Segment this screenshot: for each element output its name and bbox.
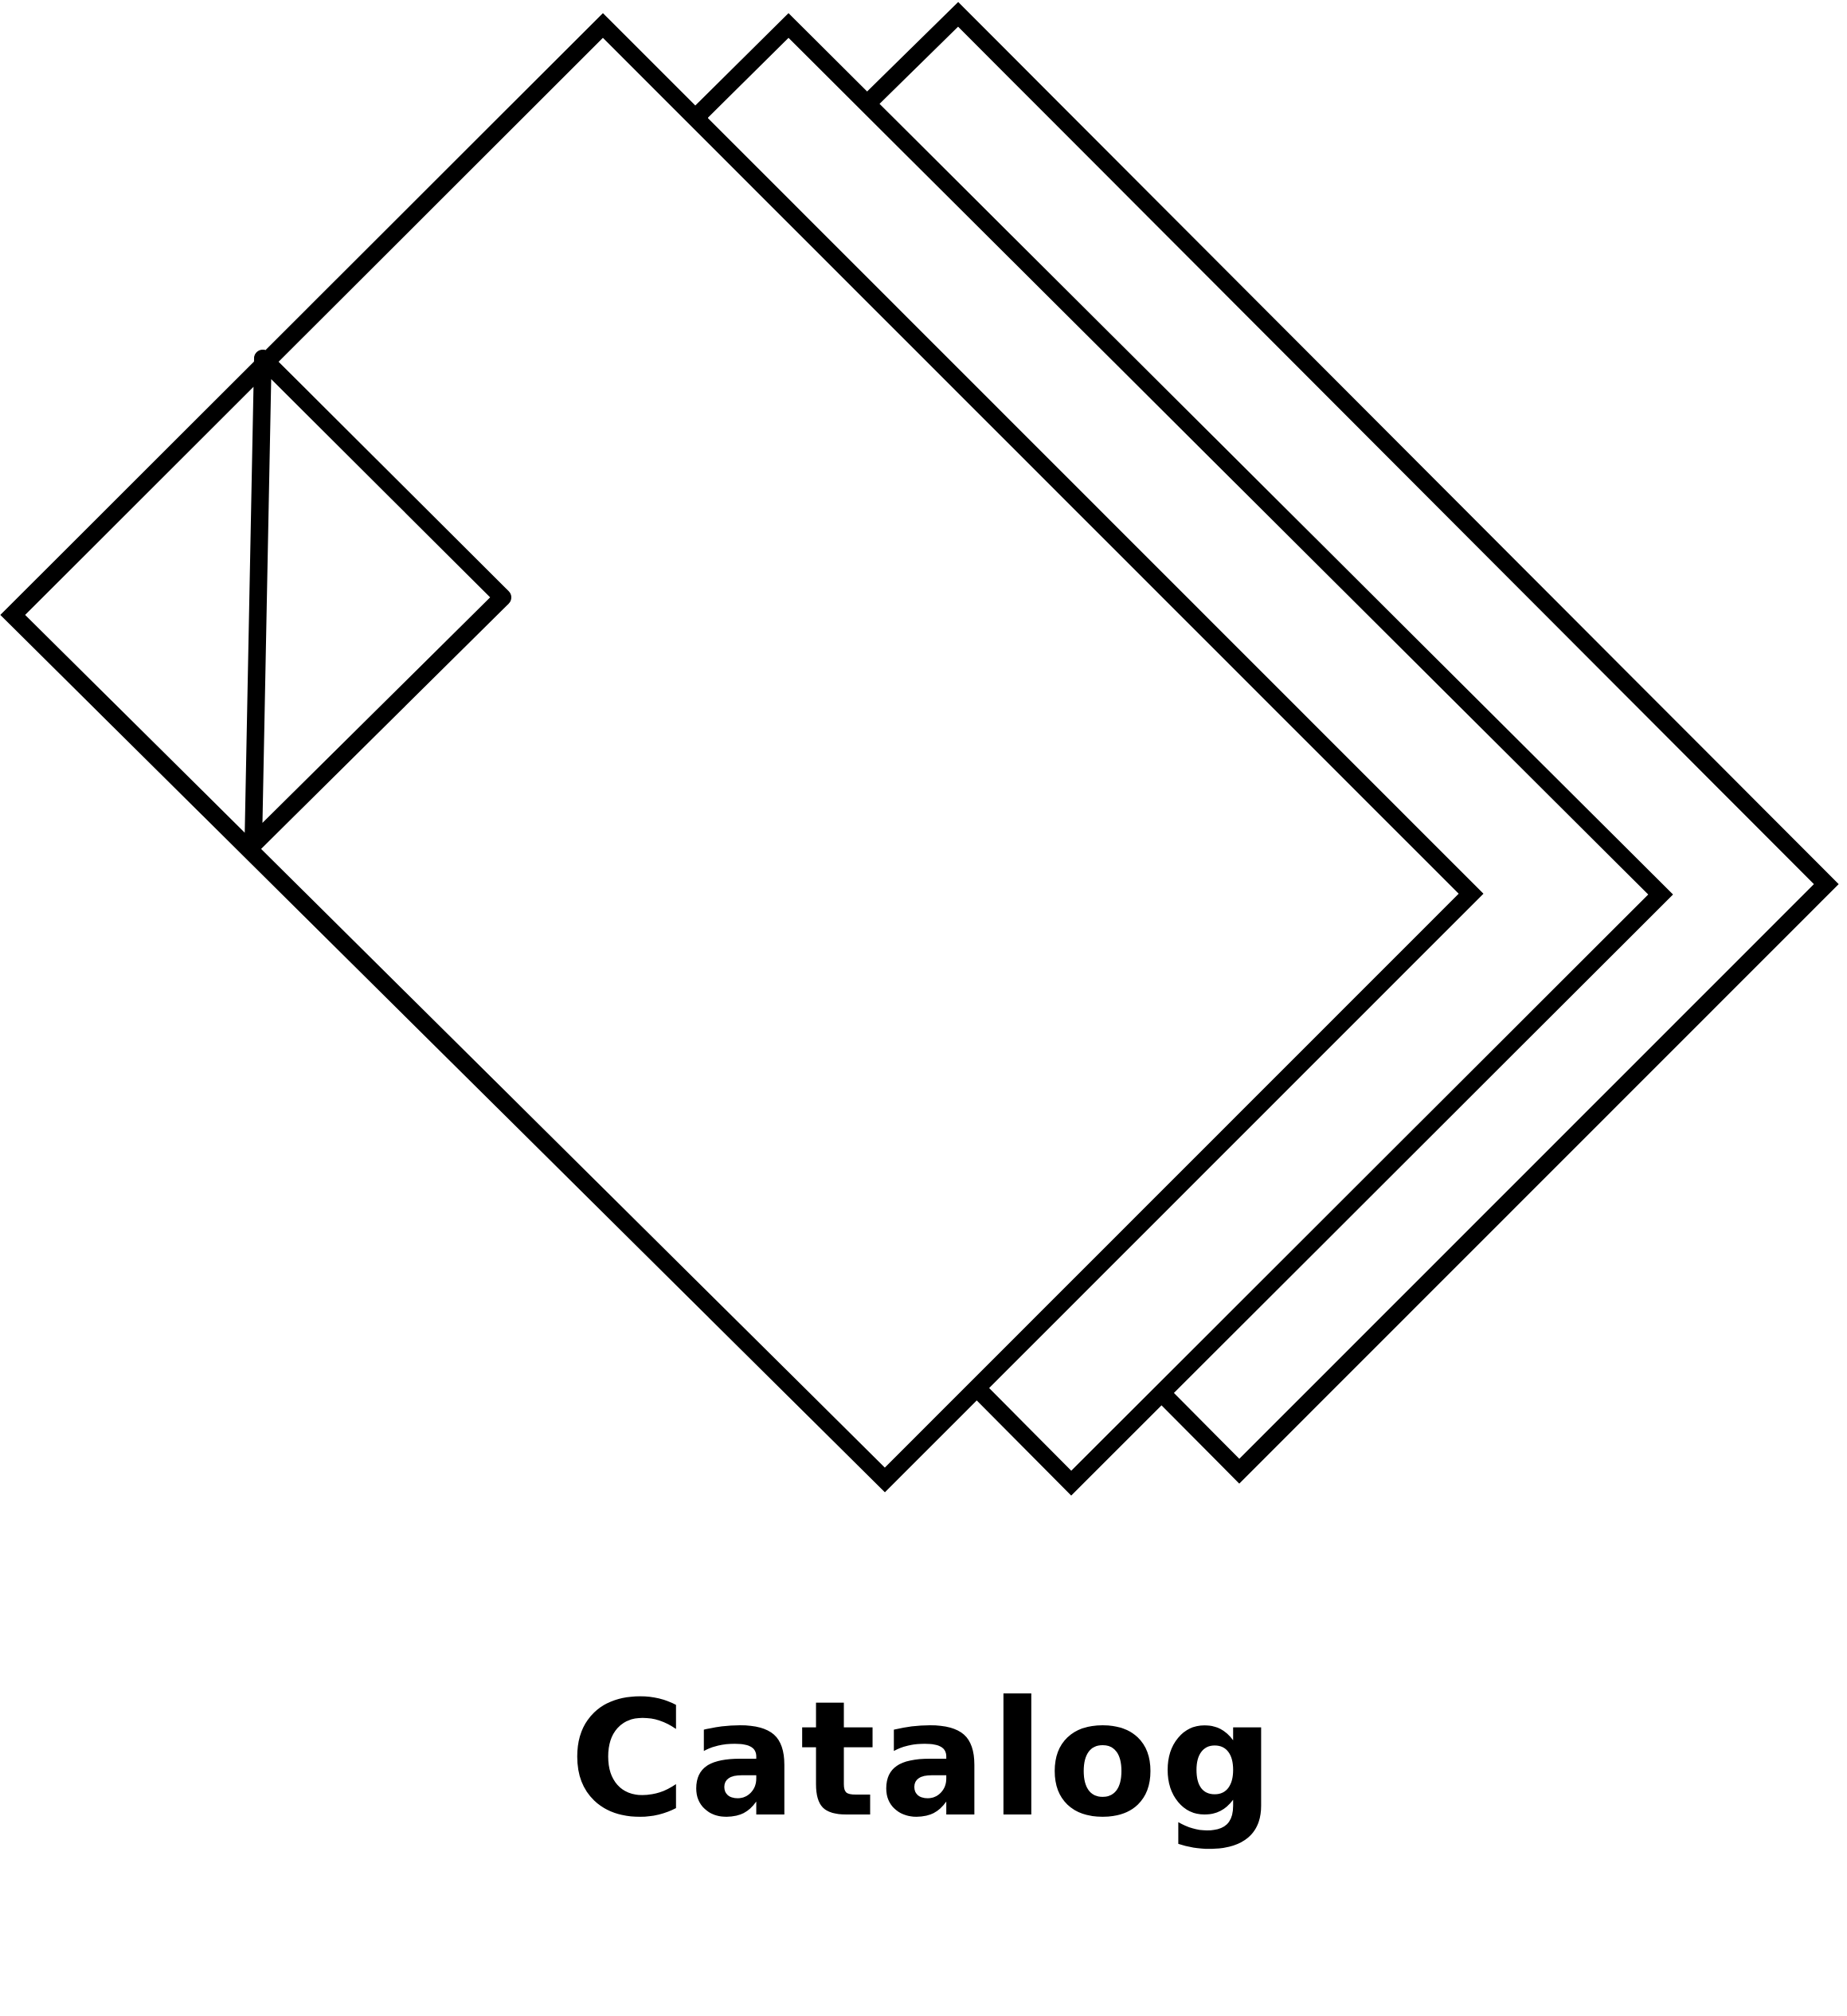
catalog-icon (0, 2, 1839, 1496)
catalog-label: Catalog (569, 1667, 1278, 1853)
front-sheet (0, 13, 1484, 1493)
corner-flap (245, 350, 511, 853)
corner-flap-diagonal (245, 350, 272, 853)
